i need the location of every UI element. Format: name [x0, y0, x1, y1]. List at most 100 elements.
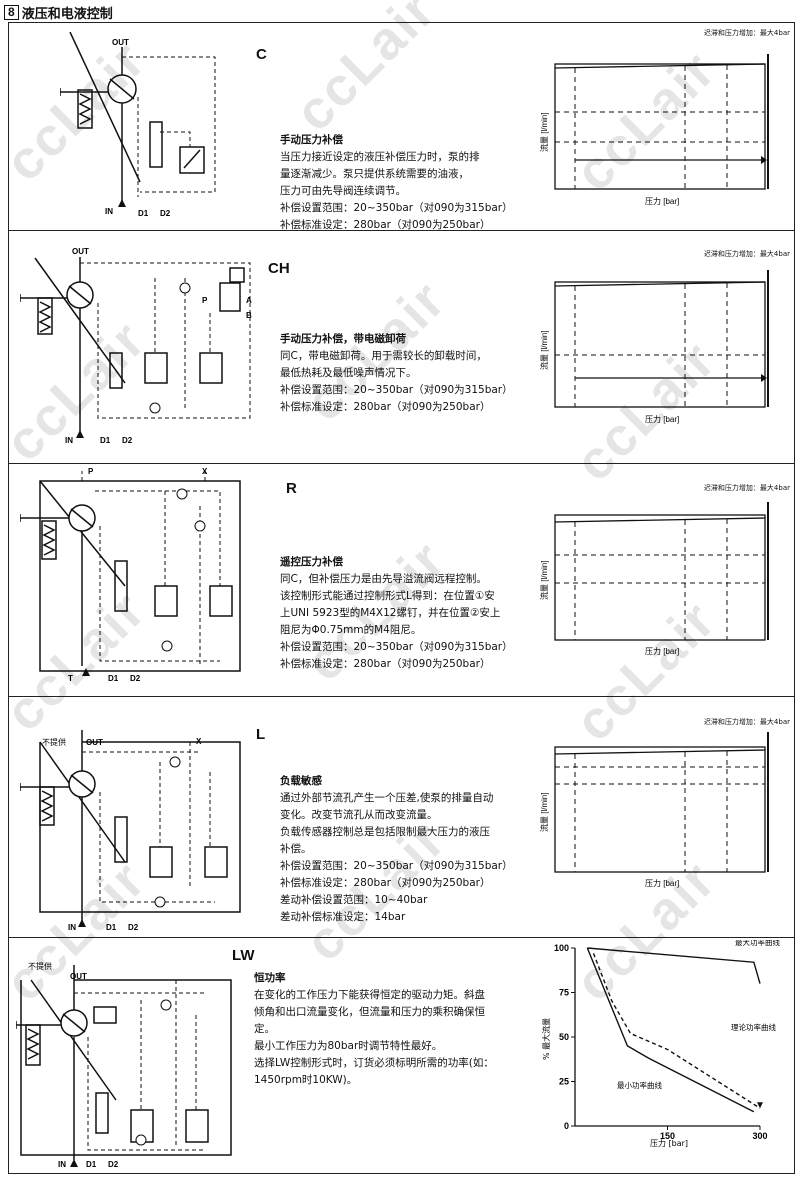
port-out-label: OUT — [86, 738, 103, 747]
desc-line: 补偿设置范围：20~350bar（对090为315bar） — [280, 860, 513, 872]
y-tick-label: 50 — [559, 1032, 569, 1042]
hydraulic-schematic: OUT IN D1 D2 P A B — [20, 247, 252, 445]
port-d1-label: D1 — [138, 209, 149, 218]
section-divider — [8, 230, 795, 231]
chart-xlabel: 压力 [bar] — [650, 1138, 688, 1148]
y-tick-label: 0 — [564, 1121, 569, 1131]
not-supplied-label: 不提供 — [42, 737, 66, 747]
control-code: LW — [232, 947, 255, 964]
chart-ylabel: % 最大流量 — [541, 1018, 551, 1060]
control-title: 遥控压力补偿 — [280, 556, 343, 568]
port-in-label: IN — [65, 436, 73, 445]
desc-line: 补偿标准设定：280bar（对090为250bar） — [280, 219, 491, 231]
desc-line: 变化。改变节流孔从而改变流量。 — [280, 809, 438, 821]
port-t-label: T — [68, 674, 73, 683]
section-divider — [8, 696, 795, 697]
control-title: 恒功率 — [254, 972, 286, 984]
control-code: CH — [268, 260, 290, 277]
y-tick-label: 75 — [559, 988, 569, 998]
desc-line: 通过外部节流孔产生一个压差,使泵的排量自动 — [280, 792, 494, 804]
control-title: 手动压力补偿 — [280, 134, 343, 146]
chart-ylabel: 流量 [l/min] — [539, 330, 549, 370]
desc-line: 差动补偿标准设定：14bar — [280, 911, 406, 923]
section-header: 8 液压和电液控制 — [4, 3, 113, 22]
desc-line: 倾角和出口流量变化，但流量和压力的乘积确保恒 — [254, 1006, 485, 1018]
chart-xlabel: 压力 [bar] — [645, 878, 679, 888]
hysteresis-note: 迟滞和压力增加：最大4bar — [703, 718, 790, 726]
port-out-label: OUT — [70, 972, 87, 981]
port-b-label: B — [246, 311, 252, 320]
hysteresis-note: 迟滞和压力增加：最大4bar — [703, 250, 790, 258]
desc-line: 差动补偿设置范围：10~40bar — [280, 894, 428, 906]
flow-pressure-chart: 流量 [l/min] 压力 [bar] — [539, 54, 769, 206]
control-description: 恒功率 在变化的工作压力下能获得恒定的驱动力矩。斜盘 倾角和出口流量变化，但流量… — [254, 970, 539, 1089]
port-d2-label: D2 — [128, 923, 139, 932]
hydraulic-schematic: OUT IN D1 D2 — [60, 32, 216, 218]
hydraulic-schematic: OUT 不提供 IN D1 D2 — [16, 961, 232, 1169]
desc-line: 阻尼为Φ0.75mm的M4阻尼。 — [280, 624, 422, 636]
desc-line: 补偿设置范围：20~350bar（对090为315bar） — [280, 384, 513, 396]
desc-line: 当压力接近设定的液压补偿压力时，泵的排 — [280, 151, 480, 163]
chart-xlabel: 压力 [bar] — [645, 196, 679, 206]
y-tick-label: 25 — [559, 1077, 569, 1087]
desc-line: 该控制形式能通过控制形式L得到：在位置①安 — [280, 590, 495, 602]
desc-line: 同C，但补偿压力是由先导溢流阀远程控制。 — [280, 573, 487, 585]
flow-pressure-chart: 流量 [l/min] 压力 [bar] — [539, 270, 769, 424]
port-a-label: A — [246, 296, 252, 305]
desc-line: 补偿标准设定：280bar（对090为250bar） — [280, 877, 491, 889]
content-frame — [8, 22, 795, 1174]
series-label: 最大功率曲线 — [735, 940, 780, 947]
hysteresis-note: 迟滞和压力增加：最大4bar — [703, 29, 790, 37]
control-title: 负载敏感 — [280, 775, 322, 787]
port-d1-label: D1 — [106, 923, 117, 932]
desc-line: 上UNI 5923型的M4X12螺钉，并在位置②安上 — [280, 607, 501, 619]
flow-pressure-chart: 流量 [l/min] 压力 [bar] — [539, 732, 769, 888]
port-p-label: P — [202, 296, 208, 305]
port-d2-label: D2 — [160, 209, 171, 218]
hysteresis-note: 迟滞和压力增加：最大4bar — [703, 484, 790, 492]
series-line — [586, 947, 755, 1113]
desc-line: 量逐渐减少。泵只提供系统需要的油液， — [280, 168, 469, 180]
desc-line: 压力可由先导阀连续调节。 — [280, 185, 406, 197]
desc-line: 补偿标准设定：280bar（对090为250bar） — [280, 401, 491, 413]
control-code: R — [286, 480, 297, 497]
chart-ylabel: 流量 [l/min] — [539, 560, 549, 600]
port-p-label: P — [88, 467, 94, 476]
hydraulic-schematic: P X T D1 D2 — [20, 467, 241, 683]
desc-line: 同C，带电磁卸荷。用于需较长的卸载时间， — [280, 350, 487, 362]
desc-line: 补偿标准设定：280bar（对090为250bar） — [280, 658, 491, 670]
section-number: 8 — [4, 4, 19, 20]
hydraulic-schematic: OUT 不提供 X IN D1 D2 — [20, 730, 241, 932]
y-tick-label: 100 — [554, 943, 569, 953]
port-d1-label: D1 — [100, 436, 111, 445]
control-description: 遥控压力补偿 同C，但补偿压力是由先导溢流阀远程控制。 该控制形式能通过控制形式… — [280, 554, 530, 673]
port-out-label: OUT — [72, 247, 89, 256]
port-d1-label: D1 — [108, 674, 119, 683]
control-description: 负载敏感 通过外部节流孔产生一个压差,使泵的排量自动 变化。改变节流孔从而改变流… — [280, 773, 530, 926]
x-tick-label: 150 — [660, 1131, 675, 1141]
desc-line: 最低热耗及最低噪声情况下。 — [280, 367, 417, 379]
port-in-label: IN — [58, 1160, 66, 1169]
series-label: 理论功率曲线 — [731, 1022, 776, 1032]
section-divider — [8, 463, 795, 464]
port-d2-label: D2 — [108, 1160, 119, 1169]
x-tick-label: 300 — [752, 1131, 767, 1141]
port-out-label: OUT — [112, 38, 129, 47]
port-d2-label: D2 — [122, 436, 133, 445]
control-description: 手动压力补偿，带电磁卸荷 同C，带电磁卸荷。用于需较长的卸载时间， 最低热耗及最… — [280, 331, 525, 416]
port-in-label: IN — [68, 923, 76, 932]
flow-pressure-chart: 流量 [l/min] 压力 [bar] — [539, 502, 769, 656]
section-divider — [8, 937, 795, 938]
arrow-head — [757, 1102, 763, 1109]
control-code: C — [256, 46, 267, 63]
series-label: 最小功率曲线 — [617, 1080, 662, 1090]
desc-line: 在变化的工作压力下能获得恒定的驱动力矩。斜盘 — [254, 989, 485, 1001]
desc-line: 补偿设置范围：20~350bar（对090为315bar） — [280, 202, 513, 214]
chart-axes — [574, 948, 760, 1127]
control-title: 手动压力补偿，带电磁卸荷 — [280, 333, 406, 345]
control-description: 手动压力补偿 当压力接近设定的液压补偿压力时，泵的排 量逐渐减少。泵只提供系统需… — [280, 132, 525, 234]
port-d1-label: D1 — [86, 1160, 97, 1169]
desc-line: 最小工作压力为80bar时调节特性最好。 — [254, 1040, 443, 1052]
